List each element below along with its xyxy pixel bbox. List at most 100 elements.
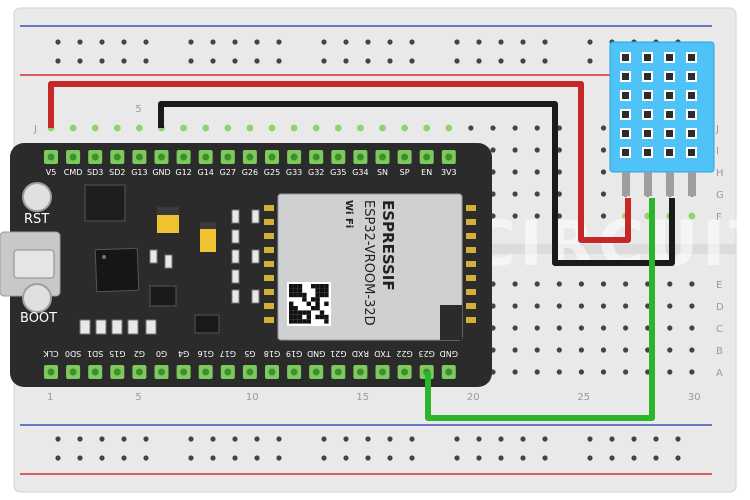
qr-cell [293,292,298,298]
qr-cell [289,319,294,324]
rail-hole [55,455,61,461]
rail-hole [254,58,260,64]
terminal-hole [534,125,540,131]
terminal-hole [600,303,607,309]
pin-hole [356,153,364,161]
terminal-hole [534,303,540,309]
gnd-wire[interactable] [158,101,675,266]
smd-capacitor [145,319,157,335]
terminal-hole [600,147,607,153]
qr-cell [319,292,325,298]
pin-hole [290,368,298,376]
qr-cell [293,319,298,324]
pin-label: G23 [419,349,435,358]
module-antenna-pad [440,305,462,340]
pin-hole [113,368,121,376]
terminal-hole [689,347,695,353]
pin-hole [246,153,254,161]
terminal-hole [600,169,607,175]
qr-cell [324,292,329,298]
pin-label: G13 [131,168,147,177]
terminal-hole [556,347,562,353]
terminal-hole [667,369,673,375]
pin-label: G12 [175,168,191,177]
rail-hole [143,39,149,45]
terminal-hole [512,147,518,153]
module-pin [466,247,476,253]
rail-hole [210,455,216,461]
qr-code [287,282,331,326]
terminal-hole [689,325,695,331]
dht11-pin-3 [666,172,674,196]
qr-cell [315,314,320,320]
terminal-hole [556,369,562,375]
module-pin [264,317,274,323]
pin-label: G26 [242,168,258,177]
rst-label: RST [24,212,49,227]
rail-hole [542,455,548,461]
vcc-wire[interactable] [48,81,631,243]
smd-components [79,205,476,335]
qr-cell [319,288,325,293]
module-pin [466,317,476,323]
qr-cell [319,314,325,320]
rail-hole [143,436,149,442]
rail-hole [498,58,504,64]
column-number: 15 [356,392,369,403]
pin-label: G19 [286,349,302,358]
rail-hole [542,58,548,64]
column-number: 1 [47,392,53,403]
esp32-board: RST BOOT ESPRESSIF ESP32-VROOM-32D Wi Fi… [0,143,492,387]
qr-cell [306,310,311,315]
column-number: 20 [467,392,480,403]
rail-hole [542,436,548,442]
terminal-hole [578,369,585,375]
data-wire[interactable] [425,198,655,421]
qr-cell [306,301,311,306]
terminal-hole [490,125,496,131]
qr-cell [293,306,298,311]
pin-label: V5 [46,168,57,177]
smd-resistor [149,249,158,264]
module-pin [264,303,274,309]
row-letter: G [716,190,724,201]
pin-hole [135,368,143,376]
pin-label: G27 [220,168,236,177]
vent-shadow [644,149,651,156]
pin-hole [268,153,276,161]
terminal-hole [69,124,77,132]
pin-label: SP [400,168,410,177]
rail-hole [454,455,460,461]
pin-label: G17 [220,349,236,358]
qr-cell [293,310,298,315]
rail-hole [609,436,615,442]
rail-hole [276,39,282,45]
qr-cell [289,310,294,315]
rail-hole [55,58,61,64]
terminal-hole [334,124,342,132]
pin-hole [47,368,55,376]
pin-hole [423,153,431,161]
watermark: CIRCUITS [470,207,750,280]
pin-hole [202,153,210,161]
qr-cell [324,319,329,324]
rail-hole [409,455,415,461]
rail-hole [520,39,526,45]
pin-label: GND [152,168,170,177]
rst-button[interactable] [22,182,52,212]
rail-hole [520,436,526,442]
rail-hole [77,39,83,45]
pin-label: CLK [43,349,59,358]
smd-capacitor [95,319,107,335]
usb-uart-chip [94,247,140,293]
pin-hole [356,368,364,376]
rail-hole [387,58,393,64]
rail-hole [454,58,460,64]
terminal-hole [556,325,562,331]
rail-hole [365,58,371,64]
boot-button[interactable] [22,283,52,313]
pin-hole [224,368,232,376]
rail-hole [587,436,593,442]
terminal-hole [202,124,210,132]
smd-resistor [251,289,260,304]
